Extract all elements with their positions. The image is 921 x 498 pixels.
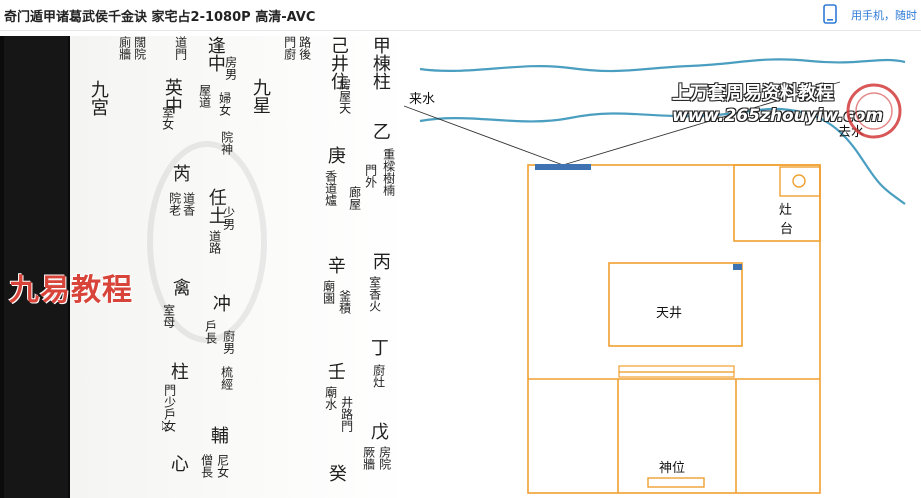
doc-column: 重樑 (381, 148, 396, 172)
doc-column: 少男 (221, 206, 236, 230)
doc-column: 禽 (169, 278, 191, 296)
doc-column: 闊院 (132, 36, 147, 60)
doc-column: 九宮 (87, 80, 109, 116)
doc-column: 廁牆 (117, 36, 132, 60)
kitchen-room (733, 164, 821, 242)
doc-column: 院神 (219, 131, 234, 155)
step-lower (618, 371, 735, 378)
incoming-water-label: 来水 (409, 92, 436, 107)
doc-column: 芮 (169, 164, 191, 182)
doc-column: 壬 (324, 362, 346, 380)
title-bar: 奇门遁甲诸葛武侯千金诀 家宅占2-1080P 高清-AVC 用手机，随时 (0, 0, 921, 31)
doc-column: 英中 (161, 78, 183, 114)
doc-column: 輔 (207, 426, 229, 444)
doc-column: 庚 (324, 146, 346, 164)
doc-column: 門外 (363, 164, 378, 188)
doc-column: 道路 (207, 230, 222, 254)
mobile-watch-link[interactable]: 用手机，随时 (851, 9, 917, 22)
door-marker (535, 164, 591, 170)
outgoing-water-label: 去水 (838, 125, 865, 140)
doc-column: 屋道 (197, 84, 212, 108)
jiuyi-watermark: 九易教程 (9, 273, 133, 308)
doc-column: 廚灶 (371, 364, 386, 388)
doc-column: 路後 (297, 36, 312, 60)
doc-column: 尼女 (215, 454, 230, 478)
house-diagram (403, 58, 906, 494)
scanned-document (70, 36, 410, 498)
courtyard-marker (733, 264, 742, 270)
doc-column: 房男 (223, 56, 238, 80)
stove-label-bottom: 台 (780, 222, 794, 237)
doc-column: 院老 (167, 192, 182, 216)
doc-column: 冲 (209, 294, 231, 312)
phone-icon[interactable] (823, 4, 837, 24)
stove-burner (792, 174, 806, 188)
doc-column: 丙 (369, 252, 391, 270)
doc-column: 門少 (162, 384, 177, 408)
doc-column: 釜積 (337, 290, 352, 314)
video-title: 奇门遁甲诸葛武侯千金诀 家宅占2-1080P 高清-AVC (4, 10, 316, 25)
library-stamp (147, 141, 267, 343)
doc-column: 道門 (173, 36, 188, 60)
flow-line-right (562, 81, 841, 166)
red-seal-logo (846, 83, 902, 139)
video-frame[interactable]: 廁牆 闊院 道門 逢中 房男 門廚 路後 己井住 甲棟柱 九宮 英中 室女 屋道… (0, 36, 921, 498)
site-watermark-line2: www.265zhouyiw.com (672, 106, 884, 126)
doc-column: 乙 (369, 122, 391, 140)
stove-box (779, 166, 821, 197)
doc-column: 廚男 (221, 330, 236, 354)
river-upper (419, 58, 906, 73)
river-lower (419, 107, 906, 205)
doc-column: 道香 (181, 192, 196, 216)
doc-column: 厥牆 (361, 446, 376, 470)
doc-column: 室香火 (367, 276, 382, 312)
doc-column: 九星 (249, 78, 271, 114)
video-left-strip (4, 36, 68, 498)
doc-column: 戊 (367, 422, 389, 440)
doc-column: 己井住 (327, 36, 349, 90)
doc-column: 婦女 (217, 92, 232, 116)
doc-column: 廟水 (323, 386, 338, 410)
altar-table (647, 477, 705, 488)
doc-column: 門廚 (282, 36, 297, 60)
site-watermark-line1: 上万套周易资料教程 (672, 83, 834, 104)
shrine-label: 神位 (659, 461, 686, 476)
flow-line-left (403, 105, 564, 166)
doc-column: 逢中 (204, 36, 226, 72)
doc-column: 廊屋 (347, 186, 362, 210)
doc-column: 井路門 (339, 396, 354, 432)
doc-column: 任土 (205, 188, 227, 224)
doc-column: 甲棟柱 (369, 36, 391, 90)
mouse-cursor-icon (162, 421, 168, 431)
doc-column: 戶長 (203, 320, 218, 344)
doc-column: 梳經 (219, 366, 234, 390)
doc-column: 辛 (324, 256, 346, 274)
stove-label-top: 灶 (779, 203, 793, 218)
doc-column: 房院 (377, 446, 392, 470)
doc-column: 柱 (167, 362, 189, 380)
doc-column: 室母 (161, 304, 176, 328)
house-outline (527, 164, 821, 494)
step-upper (618, 365, 735, 373)
doc-column: 丁 (367, 338, 389, 356)
courtyard-label: 天井 (656, 306, 683, 321)
doc-column: 廟園 (321, 280, 336, 304)
doc-column: 癸 (325, 464, 347, 482)
doc-column: 香道爐 (323, 170, 338, 206)
doc-column: 房屋天 (337, 78, 352, 114)
doc-column: 室女 (160, 106, 175, 130)
doc-column: 心 (167, 454, 189, 472)
doc-column: 僧長 (199, 454, 214, 478)
courtyard-room (608, 262, 743, 347)
doc-column: 樹楠 (381, 172, 396, 196)
